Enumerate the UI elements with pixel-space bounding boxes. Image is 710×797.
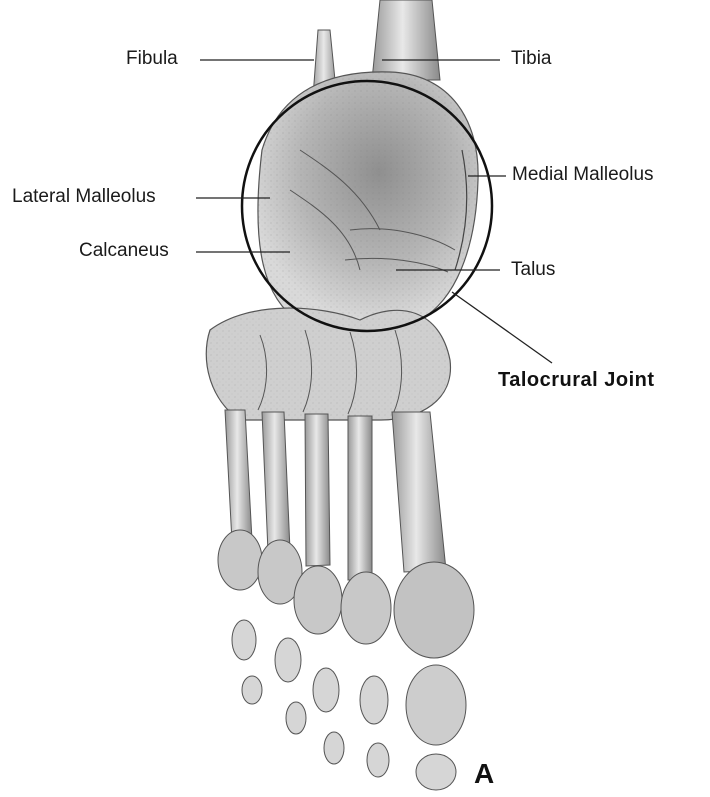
label-tibia: Tibia [511,49,551,68]
label-medial-malleolus: Medial Malleolus [512,165,654,184]
label-calcaneus: Calcaneus [79,241,169,260]
figure-title: Talocrural Joint [498,370,655,390]
label-fibula: Fibula [126,49,178,68]
phalanges [218,530,474,790]
label-talus: Talus [511,260,555,279]
leader-talocrural [452,292,552,363]
label-lateral-malleolus: Lateral Malleolus [12,187,156,206]
panel-letter: A [474,760,494,788]
